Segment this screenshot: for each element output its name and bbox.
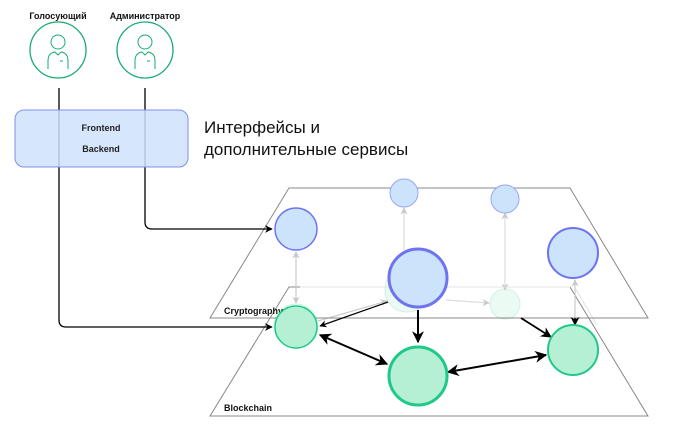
strong-arrow bbox=[446, 350, 548, 377]
blockchain-node[interactable] bbox=[547, 324, 599, 376]
blockchain-plane-label: Blockchain bbox=[224, 403, 272, 413]
faint-line bbox=[573, 285, 598, 326]
backend-label: Backend bbox=[82, 144, 120, 154]
actor-voter-label: Голосующий bbox=[29, 11, 86, 21]
caption-line-2: дополнительные сервисы bbox=[204, 140, 408, 159]
cryptography-plane: Cryptography bbox=[209, 187, 649, 319]
actor-connectors bbox=[58, 88, 273, 331]
voter-to-blockchain-arrow bbox=[58, 88, 273, 331]
cryptography-plane-outline bbox=[209, 187, 649, 319]
strong-arrow bbox=[319, 301, 389, 328]
faint-arrow bbox=[445, 298, 490, 307]
blockchain-nodes bbox=[274, 305, 599, 407]
blockchain-node-large[interactable] bbox=[387, 345, 449, 407]
admin-to-crypto-arrow bbox=[144, 88, 273, 233]
crypto-node-small[interactable] bbox=[389, 178, 419, 208]
actor-admin-label: Администратор bbox=[110, 11, 181, 21]
crypto-node-small[interactable] bbox=[490, 184, 520, 214]
ghost-node bbox=[489, 288, 521, 320]
caption-line-1: Интерфейсы и bbox=[204, 118, 320, 137]
strong-connectors bbox=[318, 301, 580, 377]
actor-admin[interactable]: Администратор bbox=[110, 11, 181, 79]
user-icon bbox=[134, 34, 156, 69]
blockchain-node[interactable] bbox=[274, 305, 318, 349]
services-box[interactable]: Frontend Backend bbox=[14, 109, 189, 168]
crypto-nodes bbox=[274, 178, 599, 309]
frontend-label: Frontend bbox=[82, 123, 121, 133]
actor-admin-circle bbox=[116, 21, 174, 79]
services-caption: Интерфейсы и дополнительные сервисы bbox=[204, 118, 408, 159]
user-icon bbox=[47, 34, 69, 69]
crypto-node[interactable] bbox=[274, 207, 318, 251]
strong-arrow bbox=[318, 333, 389, 366]
cryptography-plane-label: Cryptography bbox=[224, 306, 283, 316]
services-box-rect bbox=[14, 109, 189, 168]
actor-voter[interactable]: Голосующий bbox=[29, 11, 87, 79]
strong-arrow bbox=[520, 317, 552, 338]
actor-voter-circle bbox=[29, 21, 87, 79]
crypto-node[interactable] bbox=[547, 227, 599, 279]
crypto-node-large[interactable] bbox=[387, 247, 449, 309]
